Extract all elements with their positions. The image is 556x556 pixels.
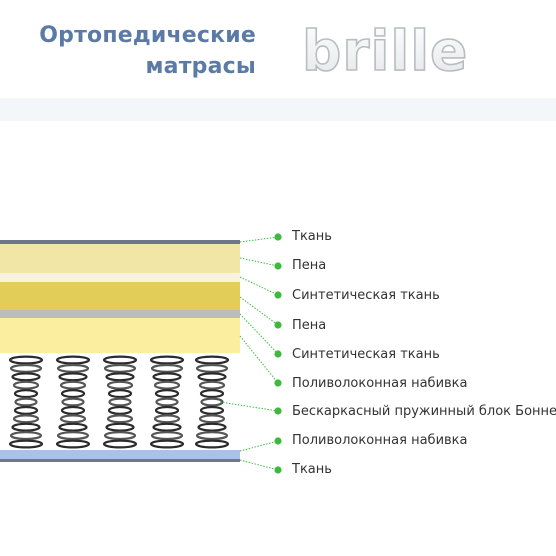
label-fabric-bottom: Ткань — [292, 462, 332, 477]
bullet-icon — [274, 437, 282, 445]
layer-synthetic-top — [0, 282, 240, 310]
bullet-icon — [274, 291, 282, 299]
layer-synthetic-thin — [0, 310, 240, 318]
title-line-2: матрасы — [145, 54, 256, 79]
leader-line — [239, 257, 279, 267]
leader-line — [239, 459, 279, 471]
label-fiber-bottom: Поливолоконная набивка — [292, 433, 468, 448]
leader-line — [239, 236, 279, 243]
leader-line — [239, 276, 279, 296]
spring-coil — [102, 355, 138, 449]
bullet-icon — [274, 321, 282, 329]
label-fiber-top: Поливолоконная набивка — [292, 376, 468, 391]
label-fabric-top: Ткань — [292, 229, 332, 244]
layer-fabric-bottom — [0, 459, 240, 462]
spring-coil — [55, 355, 91, 449]
bullet-icon — [274, 233, 282, 241]
page-title: Ортопедические матрасы — [39, 20, 256, 82]
label-synthetic-top: Синтетическая ткань — [292, 288, 440, 303]
spring-coil — [8, 355, 44, 449]
leader-line — [239, 335, 279, 384]
leader-line — [239, 296, 279, 326]
layer-foam-top — [0, 244, 240, 273]
brand-text: brille — [302, 24, 468, 76]
bullet-icon — [274, 379, 282, 387]
layer-fiber-bottom — [0, 450, 240, 459]
leader-line — [239, 313, 279, 355]
label-spring-block: Бескаркасный пружинный блок Боннель — [292, 404, 556, 419]
label-foam-top: Пена — [292, 258, 327, 273]
title-line-1: Ортопедические — [39, 23, 256, 48]
label-synthetic-bottom: Синтетическая ткань — [292, 347, 440, 362]
bullet-icon — [274, 350, 282, 358]
leader-line — [239, 440, 279, 452]
spring-coil — [149, 355, 185, 449]
brille-logo: brille — [301, 24, 468, 76]
layer-gap — [0, 273, 240, 282]
bonnell-spring-block — [8, 355, 230, 449]
bullet-icon — [274, 407, 282, 415]
label-foam-bottom: Пена — [292, 318, 327, 333]
bullet-icon — [274, 262, 282, 270]
layer-foam-bottom — [0, 318, 240, 353]
bullet-icon — [274, 466, 282, 474]
header-divider-band — [0, 98, 556, 121]
layer-fabric-top — [0, 240, 240, 244]
spring-coil — [194, 355, 230, 449]
